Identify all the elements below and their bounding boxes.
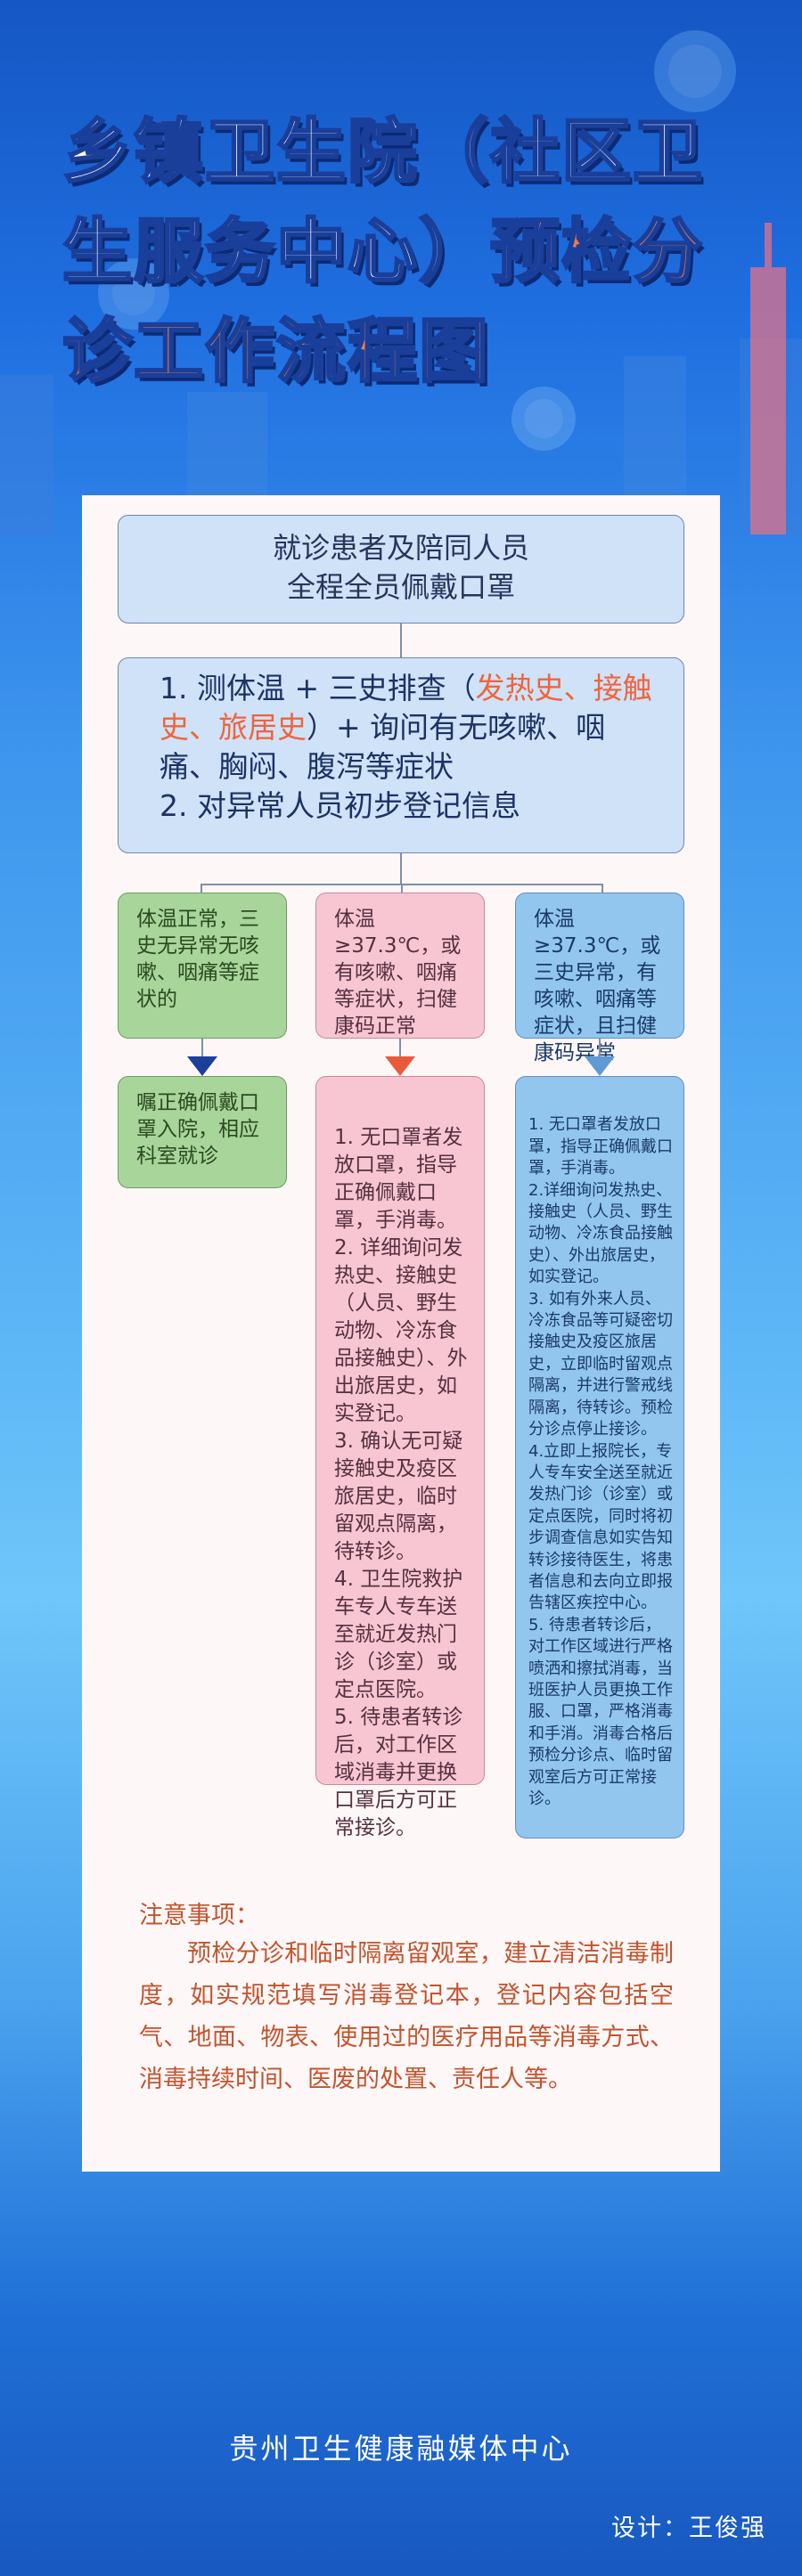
flow-start-line-2: 全程全员佩戴口罩 bbox=[286, 570, 515, 604]
page-title: 乡镇卫生院（社区卫 生服务中心）预检分 诊工作流程图 bbox=[61, 102, 757, 402]
branch-condition-abnormal: 体温≥37.3℃，或三史异常，有咳嗽、咽痛等症状，且扫健康码异常 bbox=[515, 893, 684, 1064]
branch-action-text: 1. 无口罩者发放口罩，指导正确佩戴口罩，手消毒。 2. 详细询问发热史、接触史… bbox=[334, 1126, 468, 1839]
notes-body: 预检分诊和临时隔离留观室，建立清洁消毒制度，如实规范填写消毒登记本，登记内容包括… bbox=[139, 1940, 674, 2093]
virus-icon bbox=[98, 258, 169, 330]
connector-line bbox=[602, 884, 603, 893]
notes-title: 注意事项： bbox=[139, 1902, 259, 1929]
designer-credit: 设计：王俊强 bbox=[611, 2515, 766, 2542]
screening-item-1: 1. 测体温 + 三史排查（发热史、接触史、旅居史）+ 询问有无咳嗽、咽痛、胸闷… bbox=[160, 669, 662, 787]
virus-icon bbox=[654, 30, 736, 112]
title-line-2: 生服务中心）预检分 bbox=[61, 202, 757, 302]
branch-action-text: 1. 无口罩者发放口罩，指导正确佩戴口罩，手消毒。 2.详细询问发热史、接触史（… bbox=[528, 1115, 673, 1808]
connector-line bbox=[200, 884, 202, 893]
title-line-3: 诊工作流程图 bbox=[61, 311, 491, 394]
screening-highlight: 发热史、接触史、旅居史 bbox=[160, 671, 652, 745]
screening-item-2: 2. 对异常人员初步登记信息 bbox=[160, 788, 520, 823]
arrow-down-icon bbox=[385, 1056, 415, 1076]
screening-item-1-text: 1. 测体温 + 三史排查（ bbox=[160, 671, 476, 705]
connector-line bbox=[599, 1039, 601, 1056]
connector-line bbox=[401, 884, 403, 893]
screening-item-1-rest: ）+ 询问有无咳嗽、咽痛、胸闷、腹泻等症状 bbox=[160, 710, 606, 784]
virus-icon bbox=[511, 387, 576, 451]
tower-icon bbox=[750, 223, 786, 534]
branch-action-normal: 嘱正确佩戴口罩入院，相应科室就诊 bbox=[118, 1076, 287, 1188]
arrow-down-icon bbox=[585, 1056, 615, 1076]
connector-line bbox=[399, 1039, 401, 1056]
flow-start-box: 就诊患者及陪同人员 全程全员佩戴口罩 bbox=[118, 515, 684, 624]
branch-condition-text: 体温≥37.3℃，或有咳嗽、咽痛等症状，扫健康码正常 bbox=[334, 908, 462, 1038]
flowchart-panel: 就诊患者及陪同人员 全程全员佩戴口罩 1. 测体温 + 三史排查（发热史、接触史… bbox=[82, 495, 720, 2172]
branch-action-abnormal: 1. 无口罩者发放口罩，指导正确佩戴口罩，手消毒。 2.详细询问发热史、接触史（… bbox=[515, 1076, 684, 1838]
connector-line bbox=[400, 853, 402, 884]
branch-condition-text: 体温≥37.3℃，或三史异常，有咳嗽、咽痛等症状，且扫健康码异常 bbox=[534, 908, 661, 1064]
branch-condition-text: 体温正常，三史无异常无咳嗽、咽痛等症状的 bbox=[136, 908, 259, 1011]
arrow-down-icon bbox=[187, 1056, 217, 1076]
connector-line bbox=[400, 624, 402, 657]
branch-action-text: 嘱正确佩戴口罩入院，相应科室就诊 bbox=[136, 1091, 259, 1168]
connector-line bbox=[201, 1039, 203, 1056]
branch-condition-fever: 体温≥37.3℃，或有咳嗽、咽痛等症状，扫健康码正常 bbox=[315, 893, 485, 1039]
branch-action-fever: 1. 无口罩者发放口罩，指导正确佩戴口罩，手消毒。 2. 详细询问发热史、接触史… bbox=[315, 1076, 485, 1839]
title-line-2-accent: 预检分 bbox=[489, 211, 705, 294]
branch-condition-normal: 体温正常，三史无异常无咳嗽、咽痛等症状的 bbox=[118, 893, 287, 1039]
flow-start-line-1: 就诊患者及陪同人员 bbox=[272, 531, 529, 565]
screening-box: 1. 测体温 + 三史排查（发热史、接触史、旅居史）+ 询问有无咳嗽、咽痛、胸闷… bbox=[118, 657, 684, 853]
title-line-1: 乡镇卫生院（社区卫 bbox=[61, 111, 705, 194]
publisher-name: 贵州卫生健康融媒体中心 bbox=[229, 2432, 573, 2466]
title-line-2-white: 生服务中心） bbox=[61, 211, 491, 294]
